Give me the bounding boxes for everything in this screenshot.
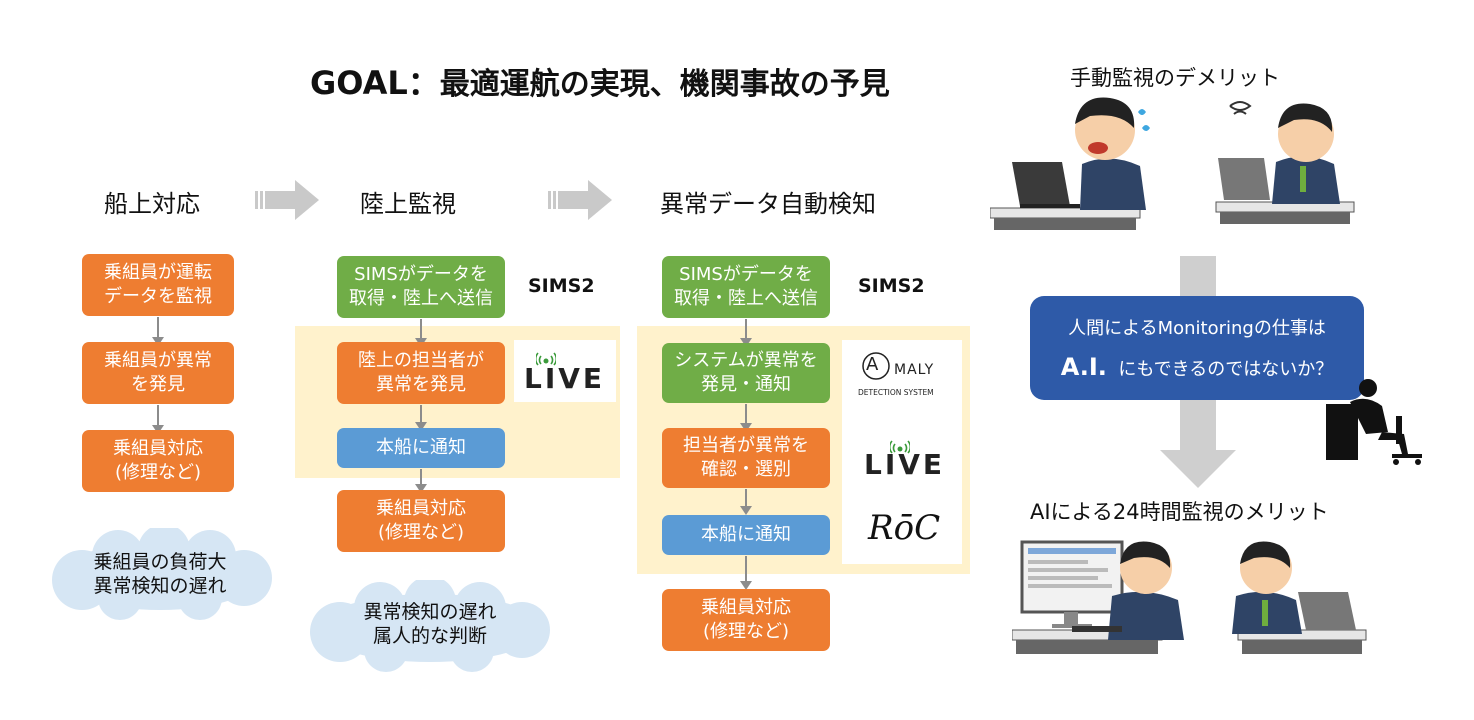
sims2-label: SIMS2 bbox=[528, 275, 595, 297]
flow-arrow bbox=[415, 469, 427, 493]
ai-callout: 人間によるMonitoringの仕事は A.I. にもできるのではないか？ bbox=[1030, 296, 1364, 400]
heading-onboard: 船上対応 bbox=[104, 190, 200, 218]
title-text: 最適運航の実現、機関事故の予見 bbox=[439, 67, 890, 102]
flow-box-crew-monitor: 乗組員が運転データを監視 bbox=[82, 254, 234, 316]
box-line: を発見 bbox=[131, 374, 185, 395]
box-line: (修理など) bbox=[377, 522, 465, 543]
box-line: SIMSがデータを bbox=[679, 264, 813, 285]
flow-box-staff-confirm: 担当者が異常を確認・選別 bbox=[662, 428, 830, 488]
heading-shore: 陸上監視 bbox=[360, 190, 456, 218]
box-line: 取得・陸上へ送信 bbox=[349, 288, 493, 309]
flow-box-notify-ship: 本船に通知 bbox=[662, 515, 830, 555]
box-line: 陸上の担当者が bbox=[358, 350, 484, 371]
flow-box-notify-ship: 本船に通知 bbox=[337, 428, 505, 468]
sims2-label: SIMS2 bbox=[858, 275, 925, 297]
tired-worker-illustration bbox=[1215, 101, 1355, 224]
box-line: SIMSがデータを bbox=[354, 264, 488, 285]
flow-box-crew-response: 乗組員対応 (修理など) bbox=[337, 490, 505, 552]
flow-arrow bbox=[415, 405, 427, 431]
cloud-line: 属人的な判断 bbox=[372, 625, 487, 647]
page-title: GOAL：最適運航の実現、機関事故の予見 bbox=[310, 58, 890, 104]
flow-box-crew-detect: 乗組員が異常を発見 bbox=[82, 342, 234, 404]
cloud-text-onboard: 乗組員の負荷大 異常検知の遅れ bbox=[40, 550, 280, 598]
flow-box-crew-response: 乗組員対応 (修理など) bbox=[662, 589, 830, 651]
box-line: 取得・陸上へ送信 bbox=[674, 288, 818, 309]
anomaly-logo-letter: A bbox=[866, 354, 879, 375]
cloud-line: 異常検知の遅れ bbox=[363, 601, 497, 623]
box-line: 乗組員対応 bbox=[701, 597, 791, 618]
flow-arrow bbox=[740, 319, 752, 347]
live-logo: LIVE bbox=[514, 340, 616, 402]
box-line: 乗組員が運転 bbox=[104, 262, 212, 283]
callout-line-2-text: にもできるのではないか？ bbox=[1118, 359, 1334, 380]
roc-logo: RōC bbox=[868, 508, 941, 548]
live-logo-text: LIVE bbox=[864, 448, 946, 481]
cloud-line: 異常検知の遅れ bbox=[93, 575, 227, 597]
box-line: 乗組員が異常 bbox=[104, 350, 212, 371]
chevron-arrow-icon bbox=[255, 180, 319, 220]
flow-box-shore-detect: 陸上の担当者が異常を発見 bbox=[337, 342, 505, 404]
box-line: 乗組員対応 bbox=[113, 438, 203, 459]
flow-box-system-detect: システムが異常を発見・通知 bbox=[662, 343, 830, 403]
signal-icon bbox=[536, 352, 556, 366]
flow-box-crew-response: 乗組員対応 (修理など) bbox=[82, 430, 234, 492]
cloud-line: 乗組員の負荷大 bbox=[93, 551, 227, 573]
cloud-shape bbox=[52, 528, 272, 620]
ai-worker-illustration bbox=[1012, 540, 1184, 654]
box-line: 本船に通知 bbox=[701, 524, 791, 545]
stressed-worker-illustration bbox=[990, 97, 1150, 230]
chevron-arrow-icon bbox=[548, 180, 612, 220]
anomaly-logo-word: MALY bbox=[894, 362, 935, 378]
flow-box-sims-send: SIMSがデータを取得・陸上へ送信 bbox=[662, 256, 830, 318]
box-line: 本船に通知 bbox=[376, 437, 466, 458]
callout-ai: A.I. bbox=[1060, 353, 1107, 381]
cloud-shape bbox=[310, 580, 550, 672]
box-line: システムが異常を bbox=[674, 350, 818, 371]
anomaly-logo: A MALY DETECTION SYSTEM bbox=[856, 350, 952, 404]
logo-panel: A MALY DETECTION SYSTEM LIVE RōC bbox=[842, 340, 962, 564]
box-line: 確認・選別 bbox=[701, 459, 791, 480]
signal-icon bbox=[890, 440, 910, 454]
flow-arrow bbox=[740, 489, 752, 515]
flow-arrow bbox=[152, 405, 164, 434]
live-logo-text: LIVE bbox=[524, 362, 606, 395]
box-line: データを監視 bbox=[104, 286, 212, 307]
box-line: (修理など) bbox=[702, 621, 790, 642]
flow-box-sims-send: SIMSがデータを取得・陸上へ送信 bbox=[337, 256, 505, 318]
ai-worker-laptop-illustration bbox=[1232, 541, 1367, 654]
anomaly-logo-sub: DETECTION SYSTEM bbox=[858, 388, 934, 397]
person-at-desk-icon bbox=[1326, 379, 1422, 465]
flow-arrow bbox=[740, 556, 752, 590]
flow-arrow bbox=[152, 317, 164, 346]
box-line: 担当者が異常を bbox=[683, 435, 809, 456]
ai-merit-heading: AIによる24時間監視のメリット bbox=[1030, 500, 1329, 524]
flow-arrow bbox=[740, 404, 752, 432]
callout-line-1: 人間によるMonitoringの仕事は bbox=[1068, 318, 1326, 339]
heading-auto-detect: 異常データ自動検知 bbox=[660, 190, 876, 218]
box-line: 異常を発見 bbox=[376, 374, 466, 395]
box-line: (修理など) bbox=[114, 462, 202, 483]
box-line: 乗組員対応 bbox=[376, 498, 466, 519]
anomaly-ring-icon bbox=[862, 352, 890, 380]
flow-arrow bbox=[415, 319, 427, 347]
manual-demerit-heading: 手動監視のデメリット bbox=[1070, 66, 1280, 90]
box-line: 発見・通知 bbox=[701, 374, 791, 395]
cloud-text-shore: 異常検知の遅れ 属人的な判断 bbox=[296, 600, 564, 648]
title-goal: GOAL： bbox=[310, 64, 440, 102]
callout-line-2: A.I. にもできるのではないか？ bbox=[1030, 353, 1364, 381]
